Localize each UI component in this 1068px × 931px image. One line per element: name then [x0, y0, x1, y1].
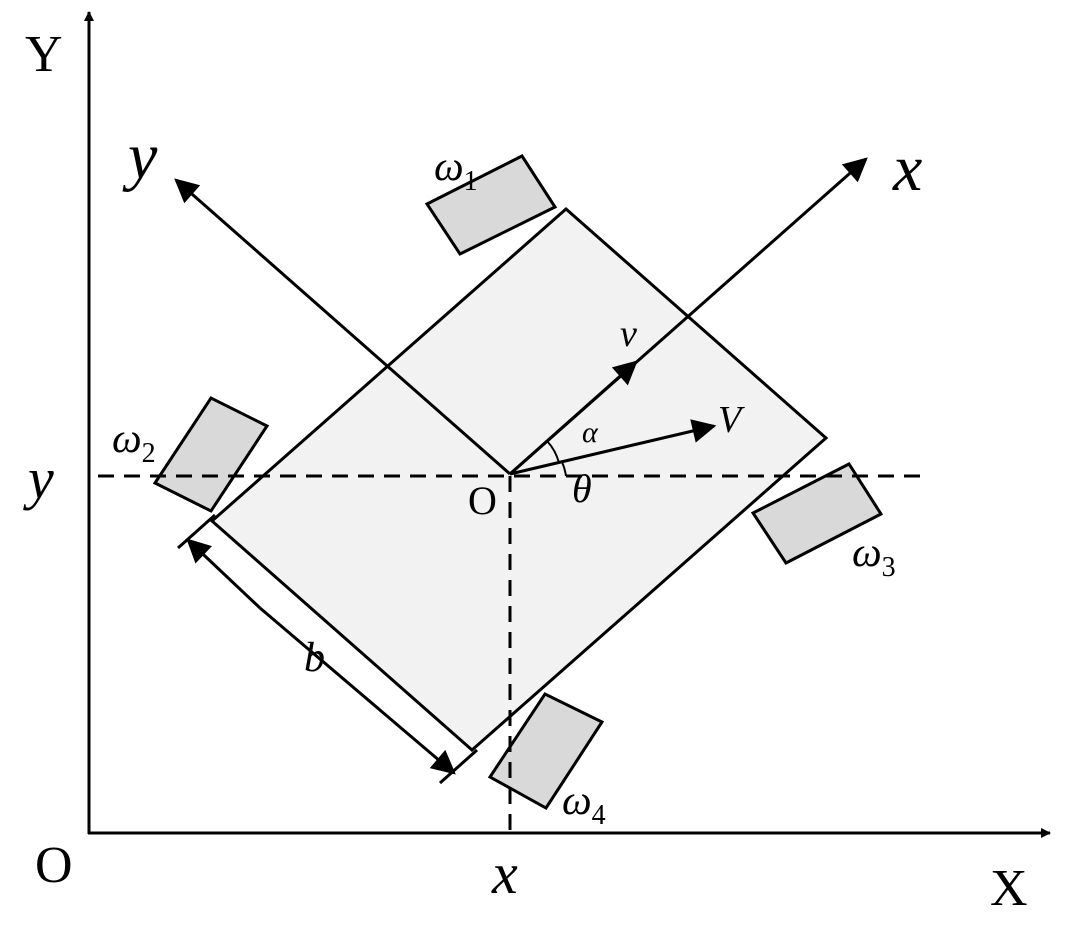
wheel-1 [424, 154, 558, 256]
global-y-label: Y [25, 26, 63, 83]
robot-y-label: y [122, 120, 158, 193]
wheel-4-label: ω4 [562, 778, 606, 831]
wheel-2-index: 2 [142, 438, 156, 469]
wheel-4-symbol: ω [562, 778, 592, 824]
global-x-label: X [990, 860, 1028, 917]
robot-body [209, 207, 829, 752]
wheel-4-index: 4 [592, 800, 606, 831]
b-dimension-arrow-back [186, 538, 262, 610]
robot-origin-label: O [468, 478, 497, 523]
wheel-3-symbol: ω [852, 530, 882, 576]
alpha-arc [546, 440, 560, 464]
robot-y-axis [174, 178, 511, 476]
b-tick-bottom [439, 748, 478, 785]
robot-x-label: x [892, 132, 922, 205]
theta-arc [561, 461, 567, 477]
coord-y-label: y [23, 446, 54, 511]
b-label: b [304, 635, 325, 681]
global-origin-label: O [35, 837, 73, 894]
coord-x-label: x [491, 841, 518, 906]
v-arrow [509, 360, 638, 476]
wheel-4 [487, 692, 605, 810]
theta-label: θ [572, 466, 592, 511]
wheel-3-index: 3 [882, 552, 896, 583]
wheel-2-symbol: ω [112, 416, 142, 462]
alpha-label: α [582, 416, 599, 449]
b-dimension-arrow [259, 606, 456, 775]
b-tick-top [177, 513, 216, 550]
wheel-3 [750, 462, 884, 565]
wheel-2 [152, 396, 270, 513]
wheel-1-symbol: ω [434, 144, 464, 190]
V-label: V [718, 399, 745, 441]
v-label: v [620, 313, 637, 355]
wheel-1-index: 1 [464, 166, 478, 197]
wheel-1-label: ω1 [434, 144, 478, 197]
wheel-2-label: ω2 [112, 416, 156, 469]
V-arrow [509, 419, 717, 476]
wheel-3-label: ω3 [852, 530, 896, 583]
